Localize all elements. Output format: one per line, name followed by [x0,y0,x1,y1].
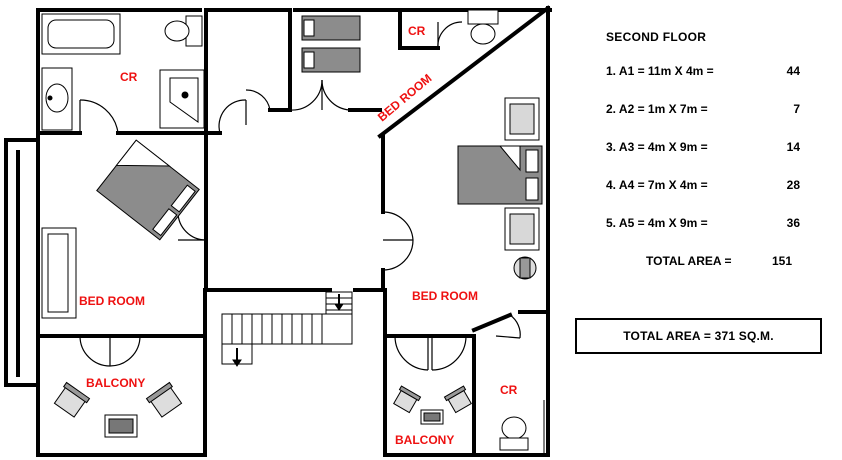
legend-value: 7 [793,102,800,116]
bathtub [41,13,121,55]
chairs-balcony-right [393,385,472,425]
room-label-bedroom-right: BED ROOM [412,289,478,303]
side-tables-right [504,97,540,251]
room-label-cr-top-left: CR [120,70,138,84]
room-label-balcony-right: BALCONY [395,433,454,447]
legend-title: SECOND FLOOR [606,30,707,44]
legend-value: 14 [786,140,800,154]
legend-row: 2. A2 = 1m X 7m = 7 [606,102,806,122]
legend-row: 1. A1 = 11m X 4m = 44 [606,64,806,84]
stairs [221,291,353,367]
legend-row: 3. A3 = 4m X 9m = 14 [606,140,806,160]
legend-equation: 1. A1 = 11m X 4m = [606,64,714,78]
bed-single-top [301,15,361,73]
legend-total-label: TOTAL AREA = [646,254,732,268]
legend-total: TOTAL AREA = 151 [606,254,806,274]
bed-double-left [96,139,200,241]
total-area-box: TOTAL AREA = 371 SQ.M. [575,318,822,354]
legend-row: 5. A5 = 4m X 9m = 36 [606,216,806,236]
area-legend: SECOND FLOOR 1. A1 = 11m X 4m = 44 2. A2… [606,30,806,274]
legend-equation: 5. A5 = 4m X 9m = [606,216,708,230]
room-label-bedroom-left: BED ROOM [79,294,145,308]
toilet-bottom-right [499,400,545,455]
legend-value: 44 [786,64,800,78]
sofa-left [41,227,77,319]
room-label-cr-top-middle: CR [408,24,426,38]
bed-double-right [457,145,543,205]
room-label-cr-bottom-right: CR [500,383,518,397]
door-swings [79,21,521,371]
chair-right [513,256,537,280]
shower-top-left [159,69,205,129]
toilet-top-middle [467,9,499,45]
legend-row: 4. A4 = 7m X 4m = 28 [606,178,806,198]
legend-equation: 4. A4 = 7m X 4m = [606,178,708,192]
sink-top-left [41,67,73,131]
legend-equation: 3. A3 = 4m X 9m = [606,140,708,154]
legend-value: 28 [786,178,800,192]
legend-total-value: 151 [771,254,792,268]
walls [4,5,552,457]
legend-value: 36 [786,216,800,230]
legend-equation: 2. A2 = 1m X 7m = [606,102,708,116]
toilet-top-left [164,15,203,47]
room-label-balcony-left: BALCONY [86,376,145,390]
chairs-balcony-left [53,381,183,438]
